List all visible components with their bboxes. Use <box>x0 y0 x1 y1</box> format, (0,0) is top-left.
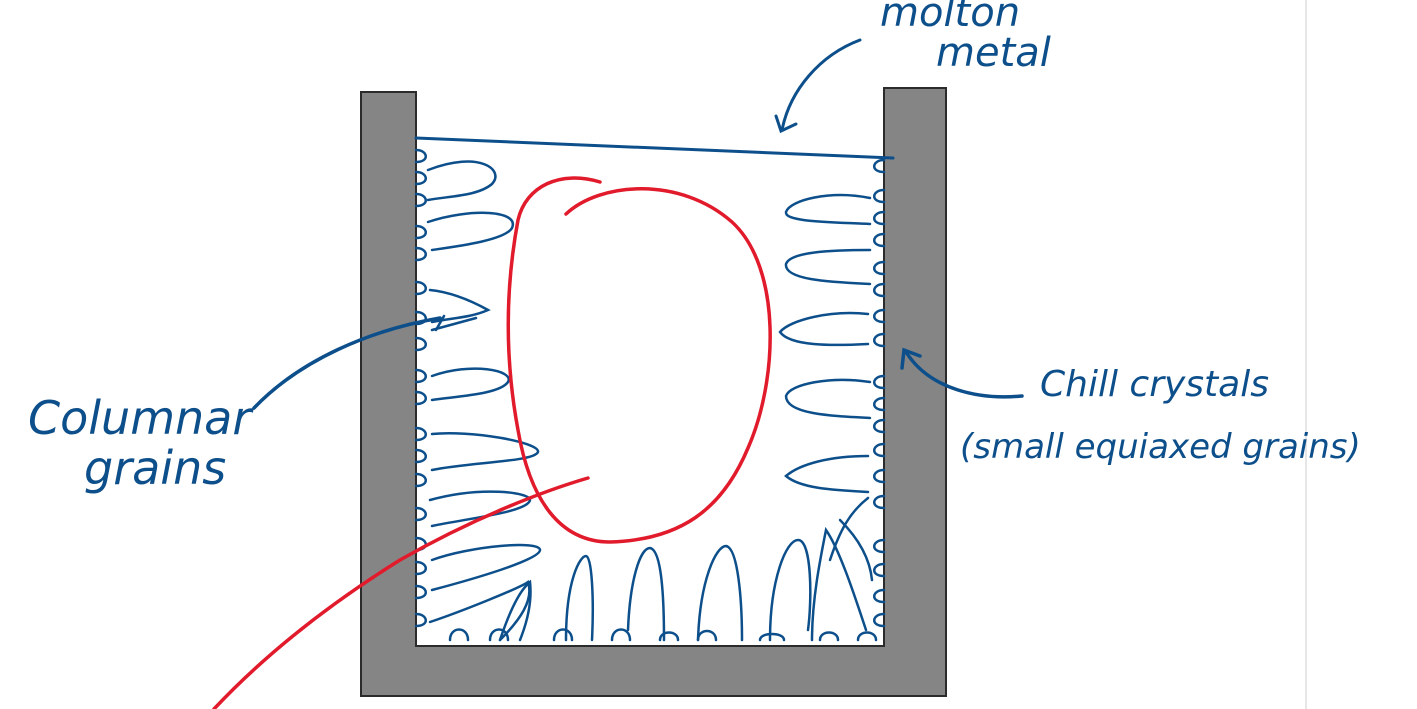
chill-crystals-label-line1: Chill crystals <box>1040 364 1269 405</box>
chill-crystals-label-line2: (small equiaxed grains) <box>960 427 1361 467</box>
columnar-grains-bottom <box>498 526 868 642</box>
molten-metal-label-line2: metal <box>936 30 1051 76</box>
equiaxed-pointer-line <box>212 476 590 709</box>
molten-metal-arrow <box>780 38 862 132</box>
chill-crystals-right <box>873 158 886 628</box>
columnar-grains-arrow <box>252 316 442 410</box>
columnar-grains-label-line2: grains <box>84 441 226 495</box>
molten-metal-surface <box>414 136 895 160</box>
chill-crystals-bottom <box>448 628 878 642</box>
chill-crystals-arrowhead <box>900 347 922 370</box>
chill-crystals-left <box>414 148 427 628</box>
chill-crystals-arrow <box>904 350 1024 399</box>
equiaxed-zone-boundary <box>506 176 772 544</box>
page-divider <box>1305 0 1307 709</box>
columnar-grains-label-line1: Columnar <box>28 391 254 445</box>
columnar-grains-right <box>778 193 874 582</box>
columnar-grains-left <box>426 160 542 642</box>
molten-metal-arrowhead <box>774 114 798 134</box>
mold <box>360 87 947 697</box>
molten-metal-label-line1: molton <box>880 0 1020 36</box>
